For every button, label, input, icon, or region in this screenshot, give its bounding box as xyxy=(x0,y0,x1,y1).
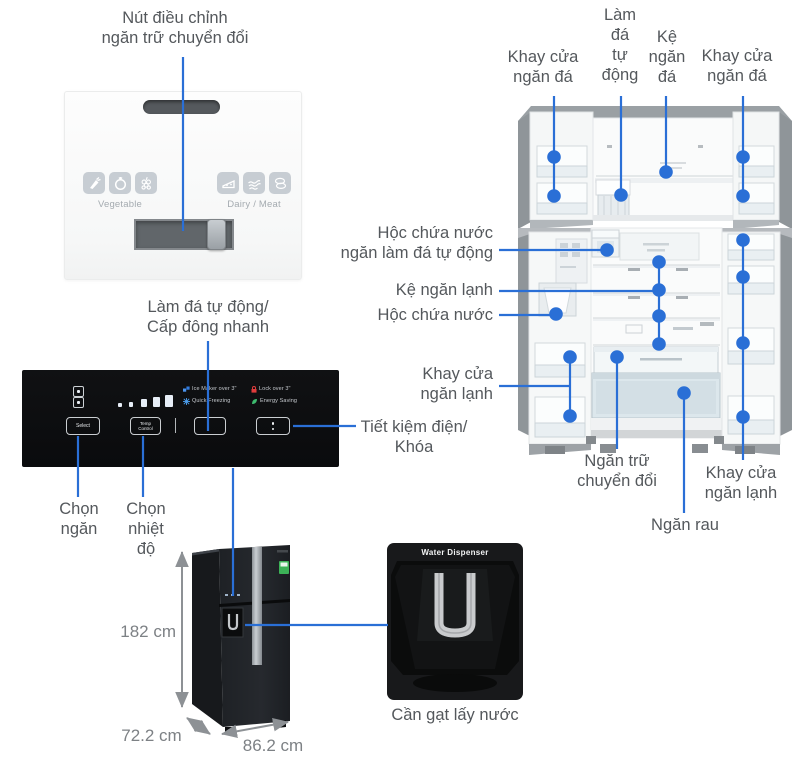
label-select-note: Chọn ngăn xyxy=(59,500,99,538)
dimension-width: 86.2 cm xyxy=(242,736,304,755)
label-slider-note: Nút điều chỉnh ngăn trữ chuyển đổi xyxy=(101,9,249,47)
fridge-section xyxy=(518,227,792,455)
temp-level-1 xyxy=(118,403,122,407)
label-temp-note: Chọn nhiệt độ xyxy=(126,500,166,558)
label-freezer-shelf: Kệ ngăn đá xyxy=(648,28,686,86)
select-button: Select xyxy=(66,417,100,435)
energy-lock-button xyxy=(256,417,290,435)
touch-control-panel: Ice Maker over 3" Lock over 3" Quick Fre… xyxy=(22,370,339,467)
compartment-indicator-bottom xyxy=(73,397,84,408)
panel-divider xyxy=(175,418,176,433)
temp-level-5 xyxy=(165,395,173,407)
vegetable-drawer xyxy=(591,372,721,419)
carrot-icon xyxy=(83,172,105,194)
label-veg-drawer: Ngăn rau xyxy=(651,516,719,534)
sausage-icon xyxy=(269,172,291,194)
vegetable-icons xyxy=(83,172,157,194)
energy-saving-legend: Energy Saving xyxy=(251,397,297,405)
label-ice-water-tank: Hộc chứa nước ngăn làm đá tự động xyxy=(340,224,493,262)
label-dispenser-caption: Cần gạt lấy nước xyxy=(391,706,519,724)
convertible-slider-panel: Vegetable Dairy / Meat xyxy=(64,91,302,280)
ice-maker-quick-freeze-button xyxy=(194,417,226,435)
compartment-indicator-top xyxy=(73,386,84,397)
label-water-tank: Hộc chứa nước xyxy=(377,306,493,324)
leaf-icon xyxy=(252,398,257,404)
dairy-meat-icons xyxy=(217,172,291,194)
lock-legend: Lock over 3" xyxy=(251,385,291,393)
temp-control-button: Temp Control xyxy=(130,417,161,435)
bacon-icon xyxy=(243,172,265,194)
temp-level-2 xyxy=(129,402,133,407)
lock-icon xyxy=(251,385,257,393)
label-auto-ice: Làm đá tự động xyxy=(601,6,639,84)
door-control-sticker xyxy=(555,238,588,284)
ice-maker-legend: Ice Maker over 3" xyxy=(183,385,237,393)
label-fridge-tray-right: Khay cửa ngăn lạnh xyxy=(704,464,778,502)
label-convertible-zone: Ngăn trữ chuyển đổi xyxy=(577,452,657,490)
label-energy-lock-note: Tiết kiệm điện/ Khóa xyxy=(360,418,468,456)
door-water-dispenser xyxy=(538,282,577,317)
water-dispenser-graphic xyxy=(391,561,519,692)
water-dispenser-closeup: Water Dispenser xyxy=(387,543,523,700)
fridge-control-lights xyxy=(225,594,240,596)
convertible-slider-knob xyxy=(207,219,226,250)
ice-maker-icon xyxy=(183,386,190,392)
snowflake-icon xyxy=(183,397,190,405)
tomato-icon xyxy=(109,172,131,194)
auto-ice-maker-unit xyxy=(595,179,631,219)
dimension-depth: 72.2 cm xyxy=(121,726,182,745)
label-fridge-tray-left: Khay cửa ngăn lạnh xyxy=(420,365,494,403)
panel-handle-slot xyxy=(143,100,220,114)
open-fridge-diagram xyxy=(518,106,792,455)
fridge-product-photo xyxy=(192,545,290,733)
cheese-icon xyxy=(217,172,239,194)
label-fridge-shelf: Kệ ngăn lạnh xyxy=(395,281,493,299)
convertible-drawer xyxy=(593,346,719,374)
temp-level-4 xyxy=(153,397,160,407)
convertible-slider-track xyxy=(134,219,234,250)
fridge-handle xyxy=(252,547,262,665)
label-freezer-tray-left: Khay cửa ngăn đá xyxy=(507,48,579,86)
quick-freezing-legend: Quick Freezing xyxy=(183,397,230,405)
grapes-icon xyxy=(135,172,157,194)
label-freezer-tray-right: Khay cửa ngăn đá xyxy=(701,47,773,85)
dairy-meat-caption: Dairy / Meat xyxy=(227,199,281,210)
freezer-section xyxy=(518,106,792,238)
temp-level-3 xyxy=(141,399,147,407)
fridge-dispenser xyxy=(221,607,244,638)
vegetable-caption: Vegetable xyxy=(97,199,143,210)
dimension-height: 182 cm xyxy=(120,622,176,641)
ice-water-tank xyxy=(591,229,620,258)
water-dispenser-title: Water Dispenser xyxy=(421,548,489,557)
fridge-door-bin xyxy=(534,342,586,438)
label-quick-freeze-note: Làm đá tự động/ Cấp đông nhanh xyxy=(146,298,270,336)
energy-label xyxy=(279,561,289,574)
